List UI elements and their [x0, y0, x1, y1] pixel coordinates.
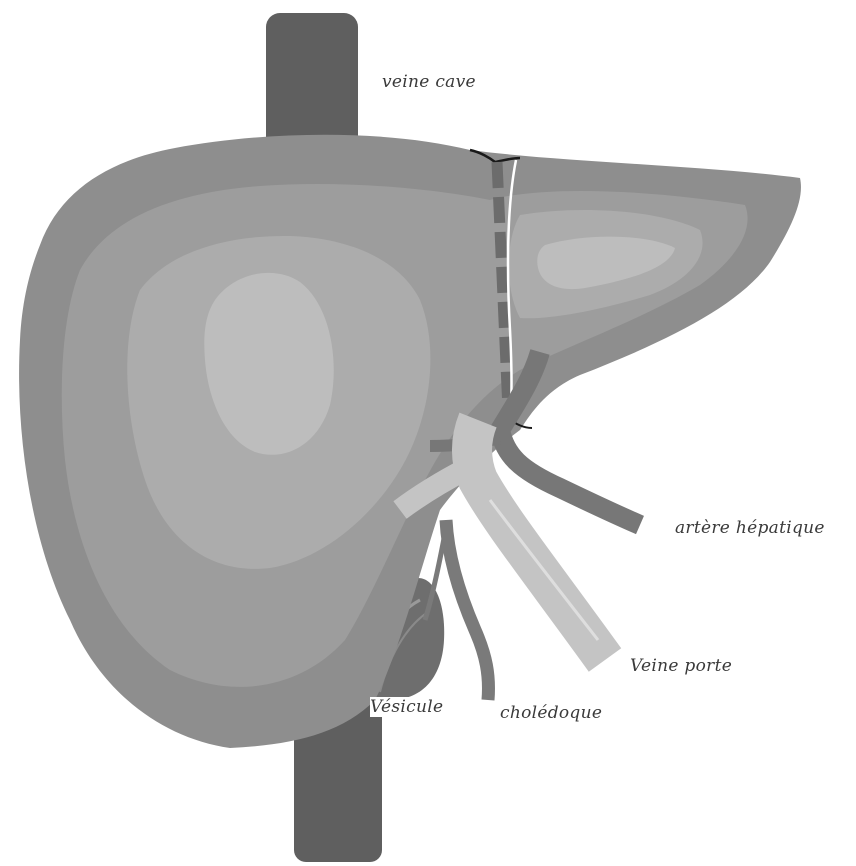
label-veine-cave: veine cave [382, 72, 476, 92]
label-choledoque: cholédoque [500, 703, 602, 723]
label-artere-hepatique: artère hépatique [675, 518, 825, 538]
label-veine-porte: Veine porte [630, 656, 732, 676]
label-vesicule: Vésicule [370, 697, 443, 717]
